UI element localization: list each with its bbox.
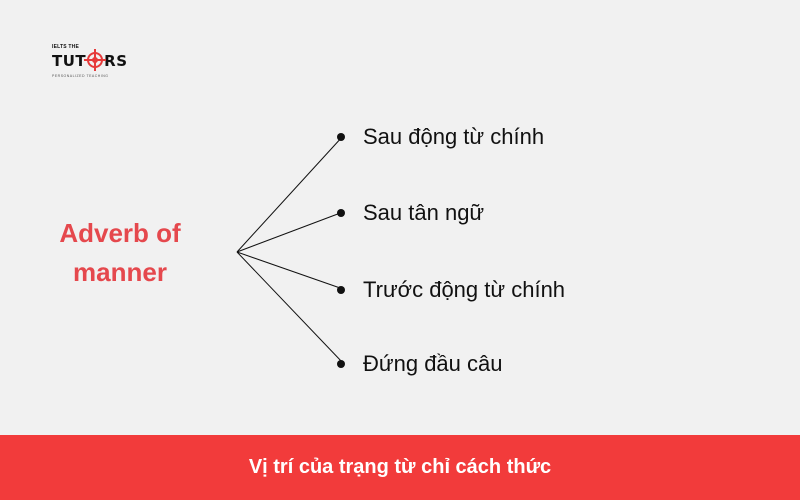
root-node: Adverb of manner (40, 214, 200, 292)
logo-wordmark: TUT RS (52, 49, 128, 71)
branch-item: Đứng đầu câu (337, 351, 503, 377)
branch-label: Sau động từ chính (363, 124, 545, 149)
caption-banner: Vị trí của trạng từ chỉ cách thức (0, 435, 800, 500)
root-label-line-1: Adverb of (59, 218, 181, 248)
logo: IELTS THE TUT RS PERSONALIZED TEACHING (52, 44, 142, 86)
branch-label: Đứng đầu câu (363, 351, 503, 376)
branch-item: Trước động từ chính (337, 277, 565, 303)
root-label-line-2: manner (73, 257, 167, 287)
connector-line-4 (236, 251, 344, 364)
target-icon (84, 49, 107, 71)
logo-tagline: PERSONALIZED TEACHING (52, 74, 109, 78)
branch-item: Sau động từ chính (337, 124, 544, 150)
bullet-icon (337, 360, 345, 368)
logo-small-text: IELTS THE (52, 44, 79, 50)
bullet-icon (337, 209, 345, 217)
logo-wordmark-left: TUT (52, 52, 87, 70)
branch-label: Sau tân ngữ (363, 200, 485, 225)
logo-wordmark-right: RS (104, 52, 128, 70)
bullet-icon (337, 133, 345, 141)
branch-label: Trước động từ chính (363, 277, 566, 302)
bullet-icon (337, 286, 345, 294)
connector-line-1 (236, 135, 344, 253)
connector-line-2 (236, 211, 344, 253)
branch-item: Sau tân ngữ (337, 200, 484, 226)
connector-line-3 (236, 251, 344, 290)
caption-text: Vị trí của trạng từ chỉ cách thức (248, 456, 552, 478)
